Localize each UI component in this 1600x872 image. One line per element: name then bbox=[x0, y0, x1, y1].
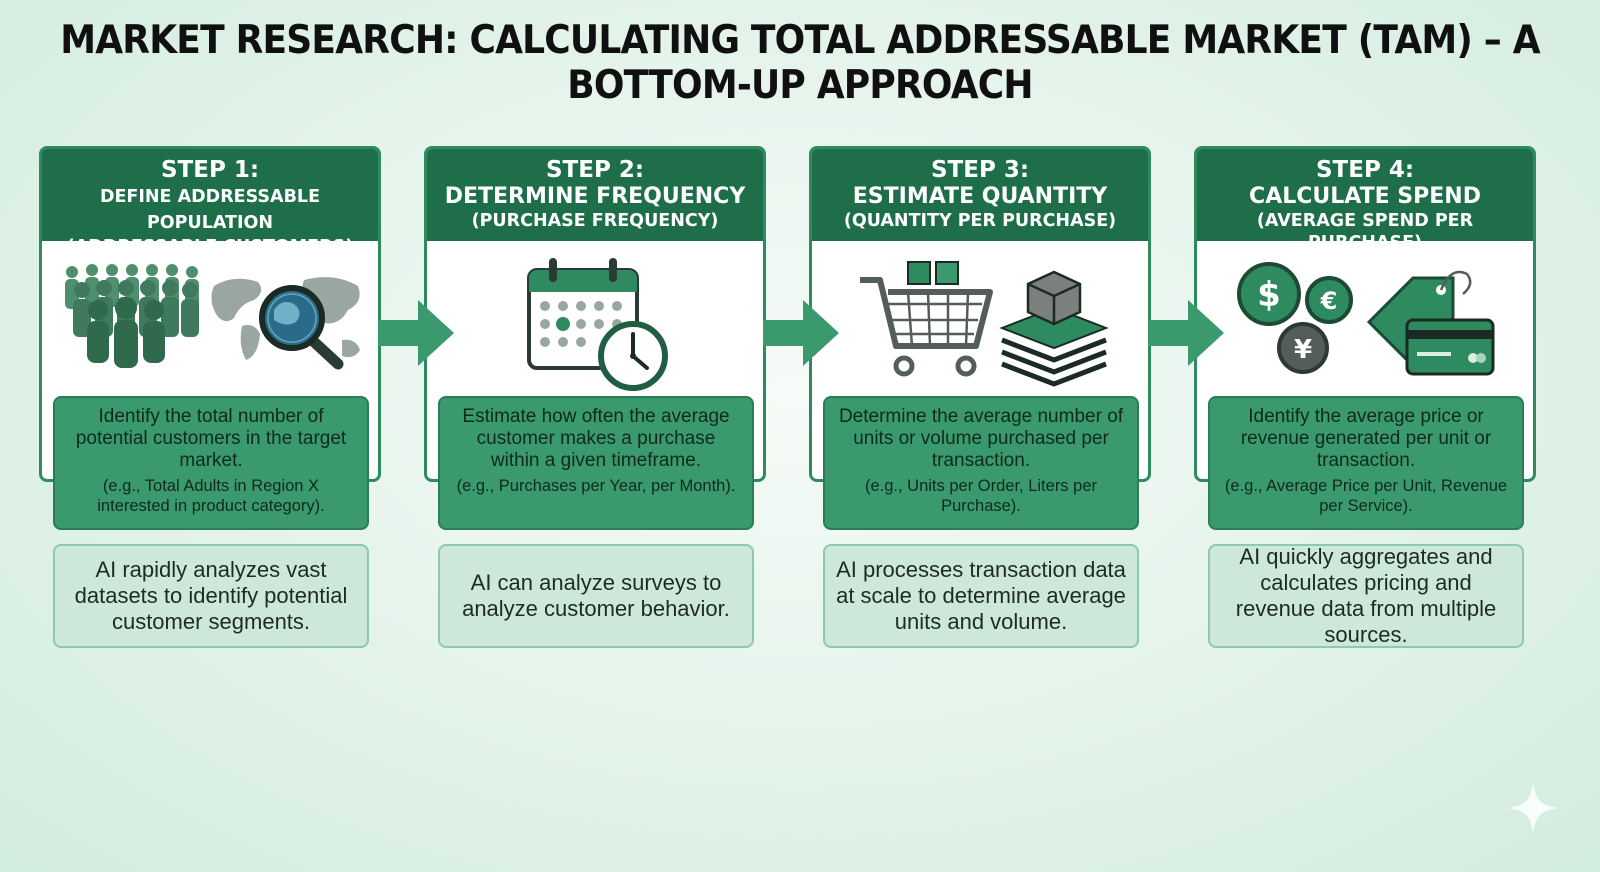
step-subtitle: (AVERAGE SPEND PER PURCHASE) bbox=[1256, 211, 1474, 253]
step-icons-3 bbox=[860, 261, 1109, 387]
ai-note-3: AI processes transaction data at scale t… bbox=[823, 544, 1139, 648]
step-name: DETERMINE FREQUENCY bbox=[444, 184, 746, 209]
description-example: (e.g., Units per Order, Liters per Purch… bbox=[864, 477, 1097, 515]
step-icons-2 bbox=[527, 258, 668, 391]
people-crowd-icon bbox=[65, 264, 199, 368]
step-icons-4: $ € ¥ bbox=[1237, 262, 1495, 376]
yen-coin-icon: ¥ bbox=[1277, 322, 1329, 374]
arrow-right-icon bbox=[1148, 300, 1224, 366]
euro-coin-icon: € bbox=[1305, 276, 1353, 324]
description-text: Estimate how often the average customer … bbox=[462, 406, 730, 471]
sparkle-icon bbox=[1507, 782, 1559, 834]
step-description-1: Identify the total number of potential c… bbox=[53, 396, 369, 530]
step-subtitle: (ADDRESSABLE CUSTOMERS) bbox=[66, 237, 354, 257]
description-example: (e.g., Purchases per Year, per Month). bbox=[456, 477, 736, 495]
step-subtitle: (PURCHASE FREQUENCY) bbox=[471, 211, 719, 231]
step-description-2: Estimate how often the average customer … bbox=[438, 396, 754, 530]
description-text: Determine the average number of units or… bbox=[838, 406, 1124, 471]
description-text: Identify the total number of potential c… bbox=[75, 406, 347, 471]
description-example: (e.g., Average Price per Unit, Revenue p… bbox=[1224, 477, 1508, 515]
ai-note-text: AI rapidly analyzes vast datasets to ide… bbox=[74, 557, 348, 634]
ai-note-text: AI processes transaction data at scale t… bbox=[836, 557, 1126, 634]
step-number: STEP 1: bbox=[160, 157, 260, 183]
step-card-3: STEP 3: ESTIMATE QUANTITY (QUANTITY PER … bbox=[809, 146, 1151, 482]
shopping-cart-icon bbox=[860, 261, 993, 377]
dollar-symbol: $ bbox=[1257, 275, 1281, 315]
step-name: ESTIMATE QUANTITY bbox=[852, 184, 1108, 209]
dollar-coin-icon: $ bbox=[1237, 262, 1301, 326]
description-example: (e.g., Total Adults in Region X interest… bbox=[97, 477, 325, 515]
step-header-1: STEP 1: DEFINE ADDRESSABLE POPULATION (A… bbox=[42, 149, 378, 257]
step-description-3: Determine the average number of units or… bbox=[823, 396, 1139, 530]
arrow-right-icon bbox=[763, 300, 839, 366]
step-number: STEP 2: bbox=[545, 157, 645, 183]
description-text: Identify the average price or revenue ge… bbox=[1240, 406, 1492, 471]
step-name: DEFINE ADDRESSABLE POPULATION bbox=[99, 187, 321, 233]
ai-note-4: AI quickly aggregates and calculates pri… bbox=[1208, 544, 1524, 648]
step-name: CALCULATE SPEND bbox=[1249, 184, 1481, 209]
step-header-4: STEP 4: CALCULATE SPEND (AVERAGE SPEND P… bbox=[1197, 149, 1533, 253]
box-stack-icon bbox=[999, 270, 1109, 387]
page-title: MARKET RESEARCH: CALCULATING TOTAL ADDRE… bbox=[60, 17, 1540, 109]
step-icons-1 bbox=[65, 264, 360, 370]
step-description-4: Identify the average price or revenue ge… bbox=[1208, 396, 1524, 530]
step-subtitle: (QUANTITY PER PURCHASE) bbox=[843, 211, 1117, 231]
yen-symbol: ¥ bbox=[1294, 335, 1312, 365]
step-header-3: STEP 3: ESTIMATE QUANTITY (QUANTITY PER … bbox=[812, 149, 1148, 241]
step-header-2: STEP 2: DETERMINE FREQUENCY (PURCHASE FR… bbox=[427, 149, 763, 241]
step-number: STEP 4: bbox=[1315, 157, 1415, 183]
euro-symbol: € bbox=[1320, 287, 1338, 315]
ai-note-text: AI quickly aggregates and calculates pri… bbox=[1235, 544, 1497, 647]
step-card-1: STEP 1: DEFINE ADDRESSABLE POPULATION (A… bbox=[39, 146, 381, 482]
ai-note-text: AI can analyze surveys to analyze custom… bbox=[462, 570, 730, 621]
credit-card-icon bbox=[1405, 318, 1495, 376]
clock-icon bbox=[598, 321, 668, 391]
magnifying-glass-icon bbox=[259, 285, 344, 370]
step-number: STEP 3: bbox=[930, 157, 1030, 183]
ai-note-2: AI can analyze surveys to analyze custom… bbox=[438, 544, 754, 648]
arrow-right-icon bbox=[378, 300, 454, 366]
ai-note-1: AI rapidly analyzes vast datasets to ide… bbox=[53, 544, 369, 648]
